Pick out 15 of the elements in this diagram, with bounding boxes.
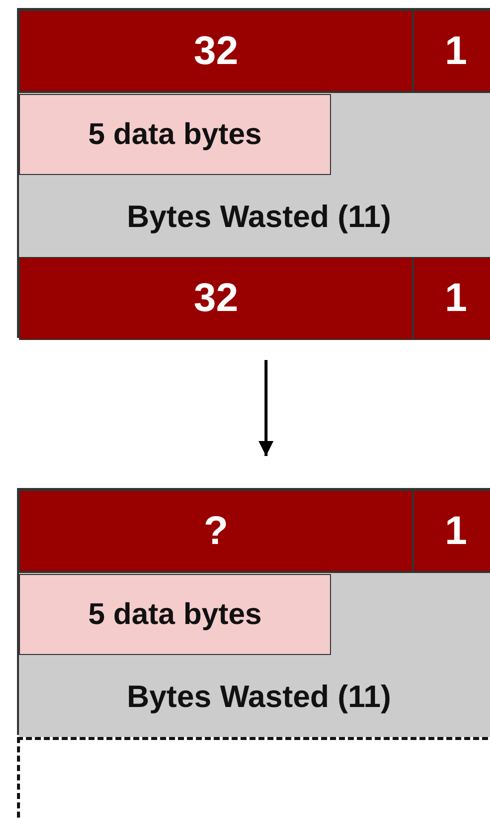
size-field: 32	[19, 10, 413, 92]
memory-block	[17, 488, 490, 735]
size-field: 32	[19, 257, 413, 340]
memory-block	[17, 8, 490, 338]
wasted-bytes-label: Bytes Wasted (11)	[126, 199, 392, 235]
payload-area	[19, 572, 490, 737]
allocated-bit-field: 1	[413, 257, 490, 340]
allocated-bit-field: 1	[413, 490, 490, 572]
wasted-bytes-label: Bytes Wasted (11)	[126, 679, 392, 715]
allocated-bit-field: 1	[413, 10, 490, 92]
arrow	[258, 360, 274, 456]
size-field: ?	[19, 490, 413, 572]
data-bytes-box: 5 data bytes	[19, 94, 331, 175]
dashed-free-block	[17, 737, 490, 819]
data-bytes-box: 5 data bytes	[19, 574, 331, 655]
